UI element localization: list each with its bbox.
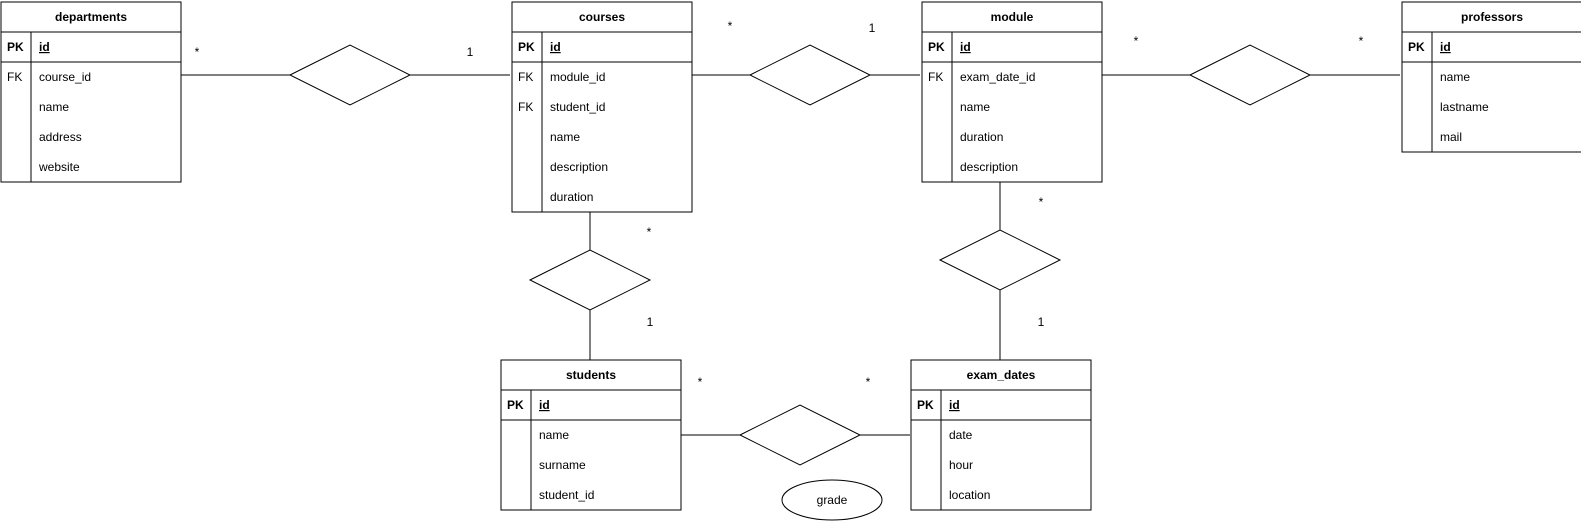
cardinality-exam-dates-from-module: 1 [1038,315,1045,329]
relationship-lines [180,74,1400,436]
foreign-key-marker: FK [7,70,22,84]
field-name: student_id [539,488,594,502]
primary-key-marker: PK [7,40,24,54]
primary-key-marker: PK [917,398,934,412]
field-name: description [960,160,1018,174]
cardinality-students-from-courses: 1 [647,315,654,329]
field-name: name [960,100,990,114]
entity-title: courses [579,10,625,24]
field-name: date [949,428,973,442]
entity-title: students [566,368,616,382]
cardinality-labels: * 1 * 1 * * * 1 * 1 * * [195,19,1364,389]
field-name: duration [960,130,1003,144]
primary-key-field: id [539,398,550,412]
field-name: name [539,428,569,442]
foreign-key-marker: FK [518,70,533,84]
field-name: address [39,130,82,144]
primary-key-field: id [949,398,960,412]
attribute-grade-ellipse [781,479,883,521]
cardinality-module-to-professors: * [1134,34,1139,48]
relationship-courses-students [528,249,652,311]
entity-title: exam_dates [967,368,1036,382]
field-name: name [39,100,69,114]
cardinality-courses-to-students: * [647,225,652,239]
field-name: course_id [39,70,91,84]
primary-key-marker: PK [1408,40,1425,54]
entity-title: professors [1461,10,1523,24]
field-name: student_id [550,100,605,114]
relationship-students-exam-dates [738,404,862,466]
cardinality-courses-from-departments: 1 [467,45,474,59]
cardinality-students-to-exam-dates: * [698,375,703,389]
field-name: name [550,130,580,144]
cardinality-module-to-exam-dates: * [1039,195,1044,209]
cardinality-professors-from-module: * [1359,34,1364,48]
foreign-key-marker: FK [928,70,943,84]
entity-exam-dates-box [910,359,1092,511]
entity-title: departments [55,10,127,24]
relationship-module-professors [1188,44,1312,106]
attribute-grade-label: grade [817,493,848,507]
field-name: exam_date_id [960,70,1035,84]
field-name: location [949,488,990,502]
field-name: website [38,160,80,174]
relationship-diamonds [288,44,1312,466]
entity-module-box [921,1,1103,183]
primary-key-marker: PK [928,40,945,54]
field-name: module_id [550,70,605,84]
field-name: duration [550,190,593,204]
primary-key-field: id [39,40,50,54]
field-name: surname [539,458,586,472]
relationship-module-exam-dates [938,229,1062,291]
cardinality-exam-dates-from-students: * [866,375,871,389]
attribute-grade: grade [781,479,883,521]
primary-key-marker: PK [507,398,524,412]
entity-departments-box [0,1,182,183]
cardinality-courses-to-module: * [728,19,733,33]
primary-key-marker: PK [518,40,535,54]
field-name: mail [1440,130,1462,144]
relationship-courses-module [748,44,872,106]
entity-title: module [991,10,1034,24]
entity-professors-box [1401,1,1581,153]
primary-key-field: id [1440,40,1451,54]
cardinality-module-from-courses: 1 [869,21,876,35]
field-name: name [1440,70,1470,84]
foreign-key-marker: FK [518,100,533,114]
field-name: hour [949,458,973,472]
primary-key-field: id [550,40,561,54]
field-name: description [550,160,608,174]
cardinality-departments: * [195,45,200,59]
primary-key-field: id [960,40,971,54]
relationship-departments-courses [288,44,412,106]
field-name: lastname [1440,100,1489,114]
